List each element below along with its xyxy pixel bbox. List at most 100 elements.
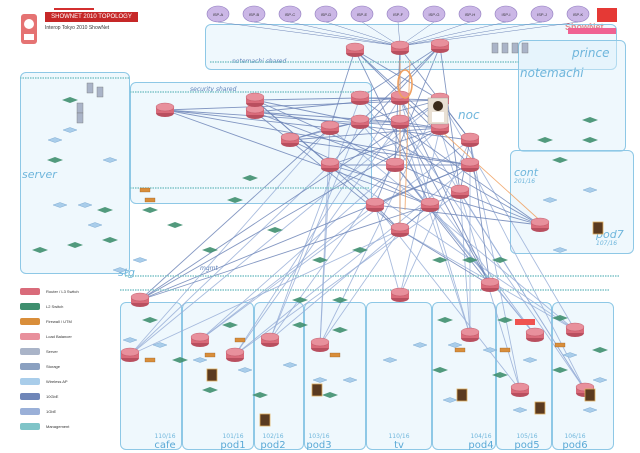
link-line [329, 164, 576, 331]
switch-icon [292, 322, 308, 328]
access-switch-icon [282, 362, 298, 368]
access-switch-icon [52, 202, 68, 208]
legend-label: L2 Switch [46, 304, 64, 309]
zone-label-noc: noc [458, 108, 480, 122]
legend-row: Firewall / UTM [20, 316, 112, 328]
accent-block [568, 28, 616, 34]
link-line [234, 164, 471, 356]
router-icon [130, 292, 150, 302]
legend-row: 1GbE [20, 406, 112, 418]
router-icon [245, 92, 265, 102]
access-switch-icon [542, 197, 558, 203]
router-icon [20, 288, 40, 295]
access-switch-icon [382, 357, 398, 363]
link-line [234, 121, 401, 356]
link-line [319, 164, 331, 346]
router-icon [420, 197, 440, 207]
link-1g-icon [20, 408, 40, 415]
switch-icon [202, 247, 218, 253]
link-line [199, 139, 471, 341]
zone-label-cont: cont [514, 166, 539, 179]
access-switch-icon [237, 367, 253, 373]
link-line [404, 59, 411, 211]
switch-icon [227, 197, 243, 203]
operator-photo-icon [432, 112, 444, 122]
switch-icon [332, 297, 348, 303]
router-icon [225, 347, 245, 357]
photo-thumbnail-icon [311, 383, 323, 397]
ap-icon [20, 378, 40, 385]
access-switch-icon [592, 377, 608, 383]
upstream-link [399, 21, 543, 47]
upstream-peer-label: ISP-A [213, 12, 224, 17]
switch-icon [312, 257, 328, 263]
link-line [329, 45, 441, 166]
link-line [139, 127, 441, 301]
router-icon [390, 287, 410, 297]
switch-icon [552, 367, 568, 373]
switch-icon [492, 372, 508, 378]
zone-label-notemachi-shared: notemachi shared [232, 58, 287, 65]
link-line [164, 109, 431, 206]
router-icon [460, 157, 480, 167]
operator-photo-icon [433, 101, 443, 111]
link-line [394, 47, 401, 166]
link-10g-icon [20, 393, 40, 400]
legend-label: 10GbE [46, 394, 59, 399]
router-icon [450, 184, 470, 194]
link-line [129, 164, 331, 356]
photo-thumbnail-icon [456, 388, 468, 402]
legend-row: L2 Switch [20, 301, 112, 313]
link-line [359, 97, 541, 226]
switch-icon [432, 257, 448, 263]
zone-pod3 [304, 302, 366, 450]
router-icon [390, 40, 410, 50]
router-icon [430, 38, 450, 48]
zone-label-prince: prince [572, 46, 610, 60]
server-icon [96, 86, 104, 98]
upstream-peer-label: ISP-F [393, 12, 404, 17]
link-line [319, 99, 441, 346]
appliance-icon [204, 352, 216, 358]
photo-thumbnail-icon [259, 413, 271, 427]
access-switch-icon [132, 257, 148, 263]
link-line [164, 109, 471, 166]
link-line [329, 127, 576, 331]
server-icon [76, 112, 84, 124]
title-accent [54, 8, 94, 10]
router-icon [365, 197, 385, 207]
router-icon [260, 332, 280, 342]
link-line [139, 204, 431, 301]
access-switch-icon [62, 127, 78, 133]
legend-label: Storage [46, 364, 61, 369]
switch-icon [582, 117, 598, 123]
appliance-icon [139, 187, 151, 193]
link-line [234, 97, 401, 356]
legend-label: Load Balancer [46, 334, 72, 339]
access-switch-icon [77, 202, 93, 208]
upstream-peer-label: ISP-J [537, 12, 547, 17]
link-line [399, 97, 491, 286]
link-line [164, 109, 331, 129]
upstream-link [399, 21, 507, 47]
switch-icon [142, 317, 158, 323]
photo-thumbnail-icon [534, 401, 546, 415]
server-icon [521, 42, 529, 54]
router-icon [120, 347, 140, 357]
legend-row: 10GbE [20, 391, 112, 403]
legend-label: 1GbE [46, 409, 57, 414]
switch-icon [62, 97, 78, 103]
upstream-peer-label: ISP-K [573, 12, 584, 17]
access-switch-icon [512, 407, 528, 413]
firewall-icon [20, 318, 40, 325]
page-title: SHOWNET 2010 TOPOLOGY [45, 12, 138, 22]
switch-icon [552, 157, 568, 163]
link-mgmt-icon [20, 423, 40, 430]
switch-icon [267, 227, 283, 233]
appliance-icon [454, 347, 466, 353]
access-switch-icon [442, 397, 458, 403]
